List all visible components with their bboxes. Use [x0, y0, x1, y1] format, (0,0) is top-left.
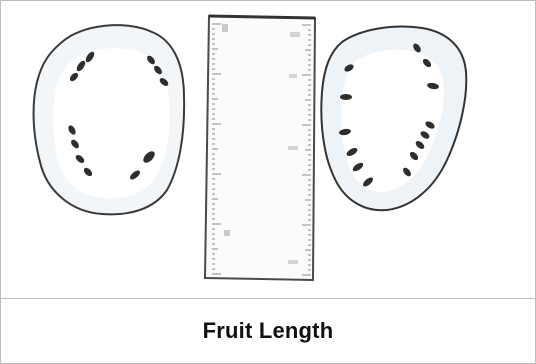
ruler-mark [288, 146, 298, 150]
left-fruit-section [34, 25, 185, 214]
ruler-mark [288, 260, 298, 264]
ruler-mark [290, 32, 300, 37]
figure-caption: Fruit Length [203, 318, 334, 344]
right-fruit-section [321, 27, 466, 211]
specimen-drawing [2, 2, 534, 298]
ruler-mark [289, 74, 297, 78]
ruler-mark [224, 230, 230, 236]
caption-cell: Fruit Length [1, 299, 535, 363]
seed [340, 94, 352, 100]
ruler-mark [222, 24, 228, 32]
specimen-photo [2, 2, 534, 298]
left-fruit-inner-outline [53, 48, 170, 198]
ruler-body [205, 16, 315, 280]
measuring-ruler [205, 16, 315, 280]
ruler-top-edge [209, 16, 315, 18]
